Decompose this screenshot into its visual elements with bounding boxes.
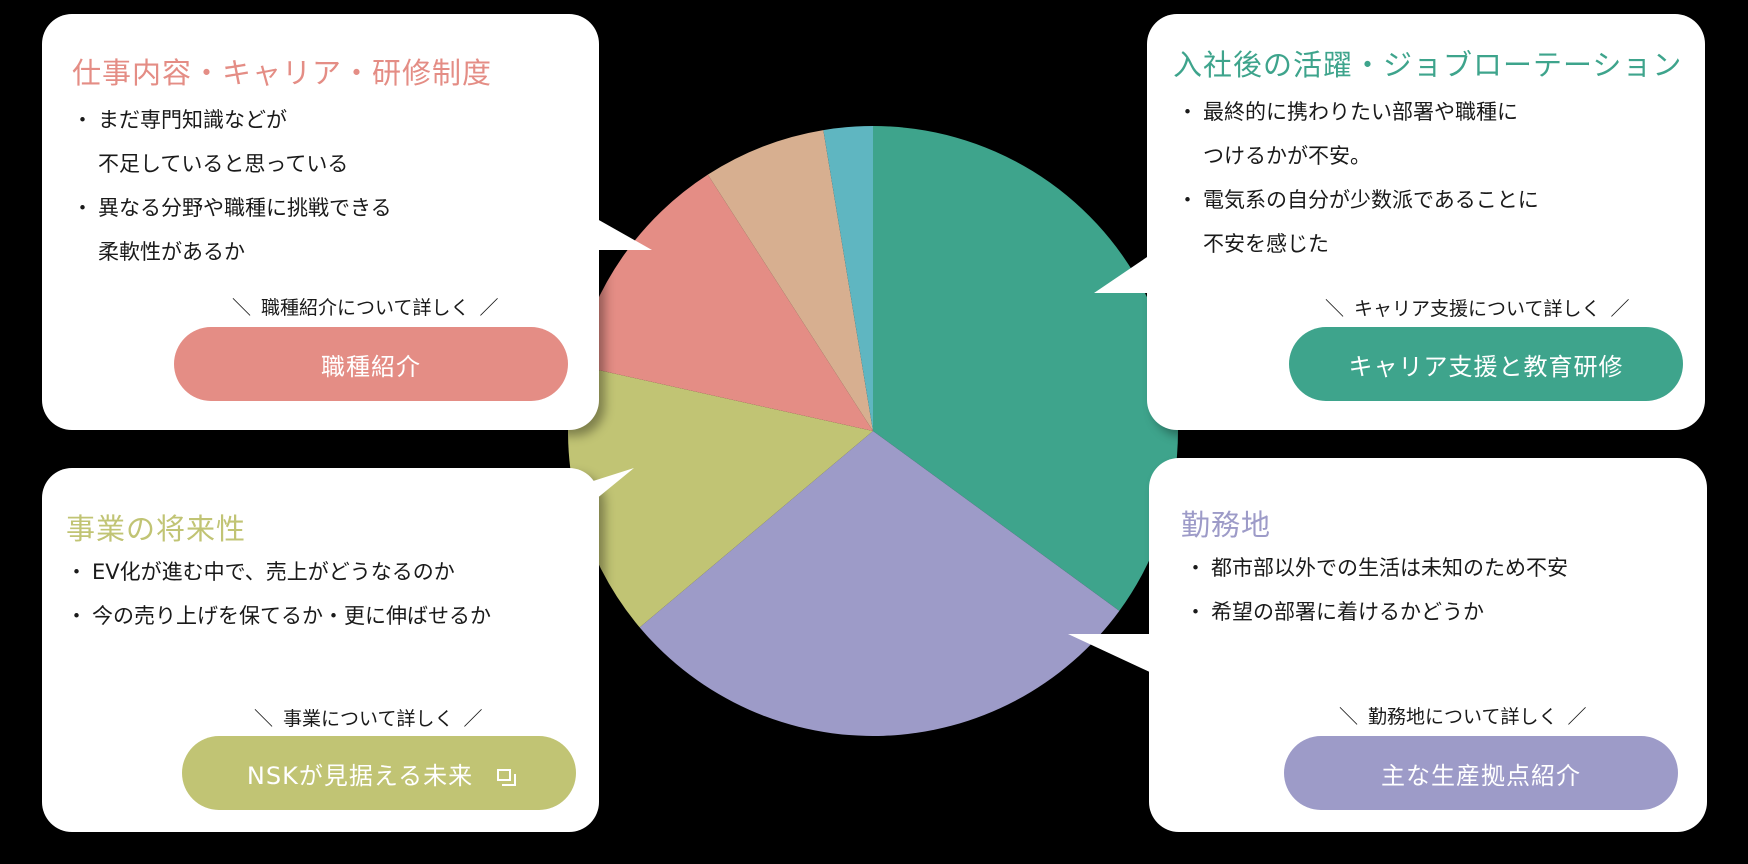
bullet-list: 都市部以外での生活は未知のため不安 希望の部署に着けるかどうか <box>1185 546 1568 634</box>
bullet-list: 最終的に携わりたい部署や職種に つけるかが不安。 電気系の自分が少数派であること… <box>1177 90 1539 266</box>
card-title: 入社後の活躍・ジョブローテーション <box>1173 48 1683 82</box>
job-intro-button[interactable]: 職種紹介 <box>174 327 568 401</box>
list-item: 電気系の自分が少数派であることに 不安を感じた <box>1177 178 1539 266</box>
bullet-list: まだ専門知識などが 不足していると思っている 異なる分野や職種に挑戦できる 柔軟… <box>72 98 392 274</box>
pie-slice <box>707 130 873 431</box>
pie-slice <box>823 126 873 431</box>
list-item: EV化が進む中で、売上がどうなるのか <box>66 550 491 594</box>
external-window-icon <box>497 769 517 786</box>
button-label: NSKが見据える未来 <box>246 761 474 790</box>
lead-text: ＼ キャリア支援について詳しく ／ <box>1315 294 1639 321</box>
card-title: 事業の将来性 <box>66 512 247 546</box>
lead-text: ＼ 職種紹介について詳しく ／ <box>222 293 508 320</box>
callout-tail <box>1094 255 1150 293</box>
callout-tail <box>590 468 634 504</box>
lead-label: 事業について詳しく <box>283 708 454 730</box>
slash-left-icon: ＼ <box>1339 706 1359 728</box>
lead-text: ＼ 事業について詳しく ／ <box>244 704 492 731</box>
future-button[interactable]: NSKが見据える未来 <box>182 736 576 810</box>
bullet-list: EV化が進む中で、売上がどうなるのか 今の売り上げを保てるか・更に伸ばせるか <box>66 550 491 638</box>
pie-slice <box>639 431 1120 737</box>
list-item: 都市部以外での生活は未知のため不安 <box>1185 546 1568 590</box>
list-item: 異なる分野や職種に挑戦できる 柔軟性があるか <box>72 186 392 274</box>
pie-slice <box>873 126 1178 611</box>
slash-left-icon: ＼ <box>1325 298 1345 320</box>
slash-right-icon: ／ <box>479 297 499 319</box>
list-item: まだ専門知識などが 不足していると思っている <box>72 98 392 186</box>
list-item: 最終的に携わりたい部署や職種に つけるかが不安。 <box>1177 90 1539 178</box>
career-support-button[interactable]: キャリア支援と教育研修 <box>1289 327 1683 401</box>
card-location: 勤務地 都市部以外での生活は未知のため不安 希望の部署に着けるかどうか ＼ 勤務地… <box>1149 458 1707 832</box>
card-future: 事業の将来性 EV化が進む中で、売上がどうなるのか 今の売り上げを保てるか・更に… <box>42 468 599 832</box>
lead-text: ＼ 勤務地について詳しく ／ <box>1329 702 1596 729</box>
slash-right-icon: ／ <box>1567 706 1587 728</box>
lead-label: キャリア支援について詳しく <box>1354 298 1601 320</box>
card-rotation: 入社後の活躍・ジョブローテーション 最終的に携わりたい部署や職種に つけるかが不… <box>1147 14 1705 430</box>
slash-left-icon: ＼ <box>254 708 274 730</box>
slash-left-icon: ＼ <box>232 297 252 319</box>
slash-right-icon: ／ <box>1610 298 1630 320</box>
card-title: 勤務地 <box>1181 508 1272 542</box>
card-title: 仕事内容・キャリア・研修制度 <box>72 56 493 90</box>
callout-tail <box>590 215 652 250</box>
list-item: 希望の部署に着けるかどうか <box>1185 590 1568 634</box>
pie-slice <box>568 364 873 628</box>
pie-slice <box>575 174 873 432</box>
lead-label: 職種紹介について詳しく <box>261 297 470 319</box>
lead-label: 勤務地について詳しく <box>1368 706 1558 728</box>
callout-tail <box>1068 634 1154 674</box>
card-career: 仕事内容・キャリア・研修制度 まだ専門知識などが 不足していると思っている 異な… <box>42 14 599 430</box>
list-item: 今の売り上げを保てるか・更に伸ばせるか <box>66 594 491 638</box>
production-sites-button[interactable]: 主な生産拠点紹介 <box>1284 736 1678 810</box>
slash-right-icon: ／ <box>463 708 483 730</box>
